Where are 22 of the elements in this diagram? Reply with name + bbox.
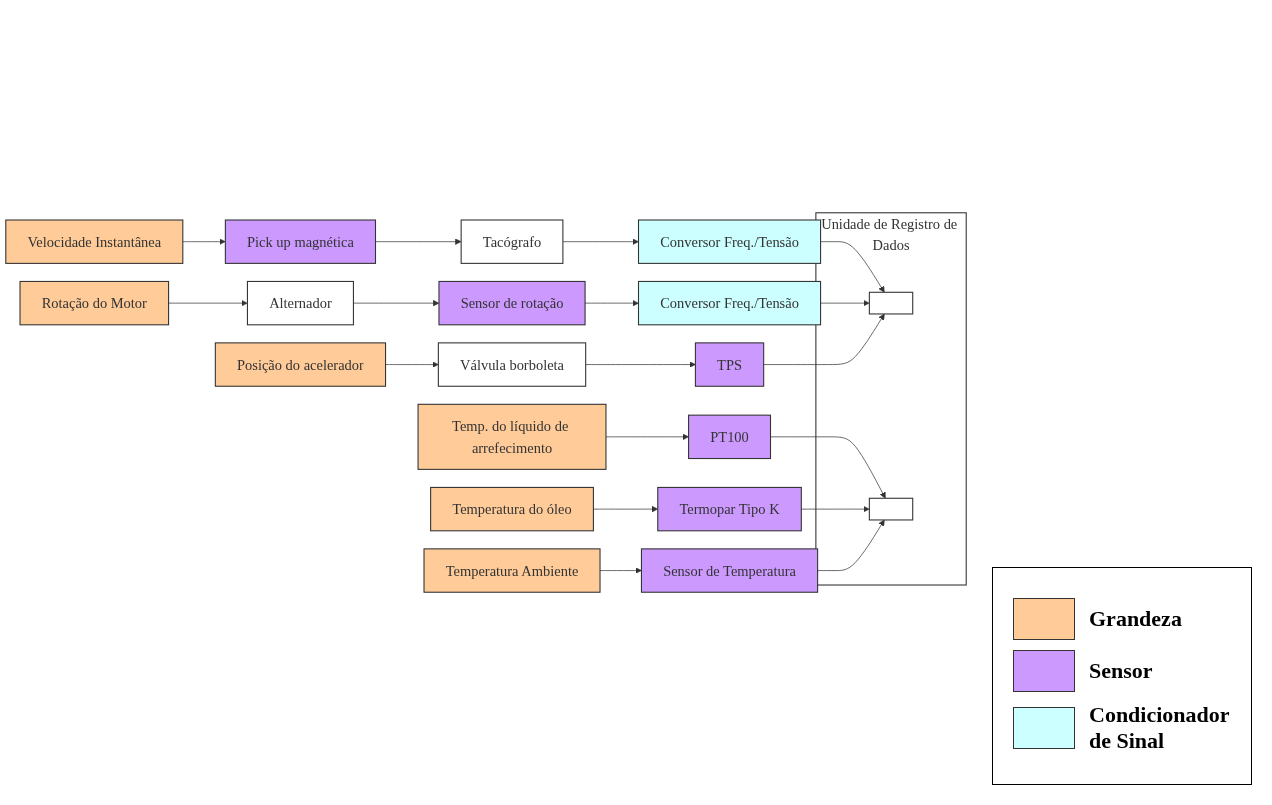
- node-box: Válvula borboleta: [437, 342, 587, 387]
- legend-label: Sensor: [1089, 658, 1153, 684]
- node-box: Termopar Tipo K: [657, 486, 802, 532]
- node-box: Velocidade Instantânea: [5, 219, 184, 264]
- node-box: Pick up magnética: [224, 219, 377, 264]
- node-box: Temperatura do óleo: [430, 486, 594, 532]
- legend-label: Grandeza: [1089, 606, 1182, 632]
- node-box: [868, 291, 914, 315]
- node-box: Sensor de rotação: [438, 280, 586, 326]
- node-box: [868, 497, 914, 521]
- node-box: Posição do acelerador: [214, 342, 387, 387]
- node-box: Tacógrafo: [460, 219, 564, 264]
- node-box: Sensor de Temperatura: [640, 548, 819, 593]
- node-box: PT100: [688, 414, 772, 460]
- node-box: Temp. do líquido de arrefecimento: [417, 403, 607, 470]
- node-box: TPS: [694, 342, 765, 387]
- node-box: Alternador: [246, 280, 354, 326]
- node-box: Conversor Freq./Tensão: [637, 219, 822, 264]
- node-box: Conversor Freq./Tensão: [637, 280, 822, 326]
- legend-label: Condicionador de Sinal: [1089, 702, 1231, 754]
- node-box: Rotação do Motor: [19, 280, 170, 326]
- node-box: Temperatura Ambiente: [423, 548, 601, 593]
